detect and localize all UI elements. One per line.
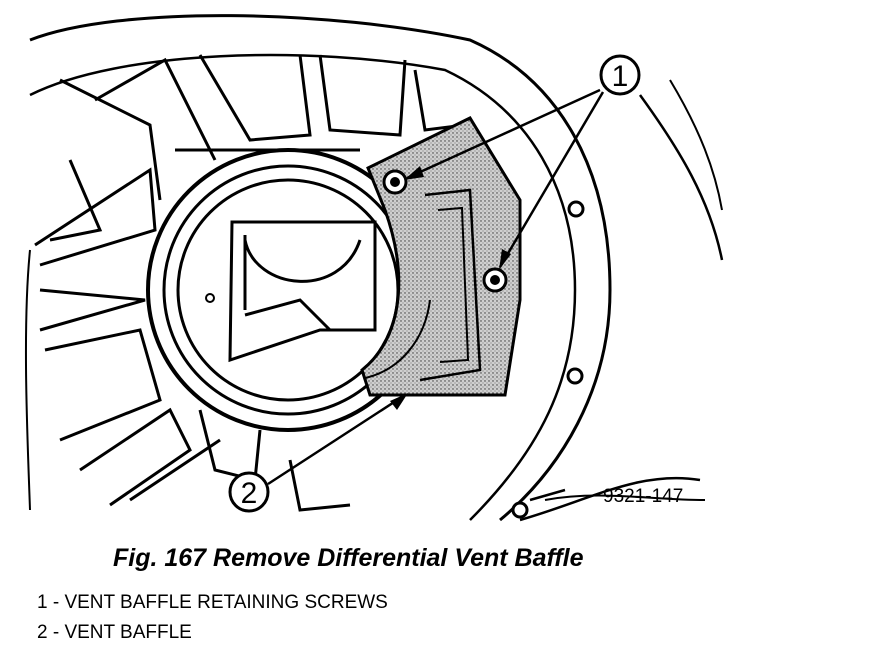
side-gear [228,220,377,363]
vent-baffle [360,116,522,397]
callout-1: 1 [599,54,641,96]
figure-caption: Fig. 167 Remove Differential Vent Baffle [113,544,584,572]
legend-item-1: 1 - VENT BAFFLE RETAINING SCREWS [37,592,388,613]
housing-ribs [34,54,466,512]
callout-2-label: 2 [241,477,258,510]
part-number: 9321-147 [603,486,683,507]
callout-2: 2 [228,471,270,513]
housing-flange [24,14,724,522]
legend-item-2: 2 - VENT BAFFLE [37,622,192,643]
vent-baffle-diagram: 1 2 9321-147 [24,14,724,522]
retaining-screws [382,169,508,293]
leader-lines [267,88,605,502]
callout-1-label: 1 [612,60,629,93]
leader-arrowheads [390,166,511,410]
flange-bolt-holes [205,200,585,519]
